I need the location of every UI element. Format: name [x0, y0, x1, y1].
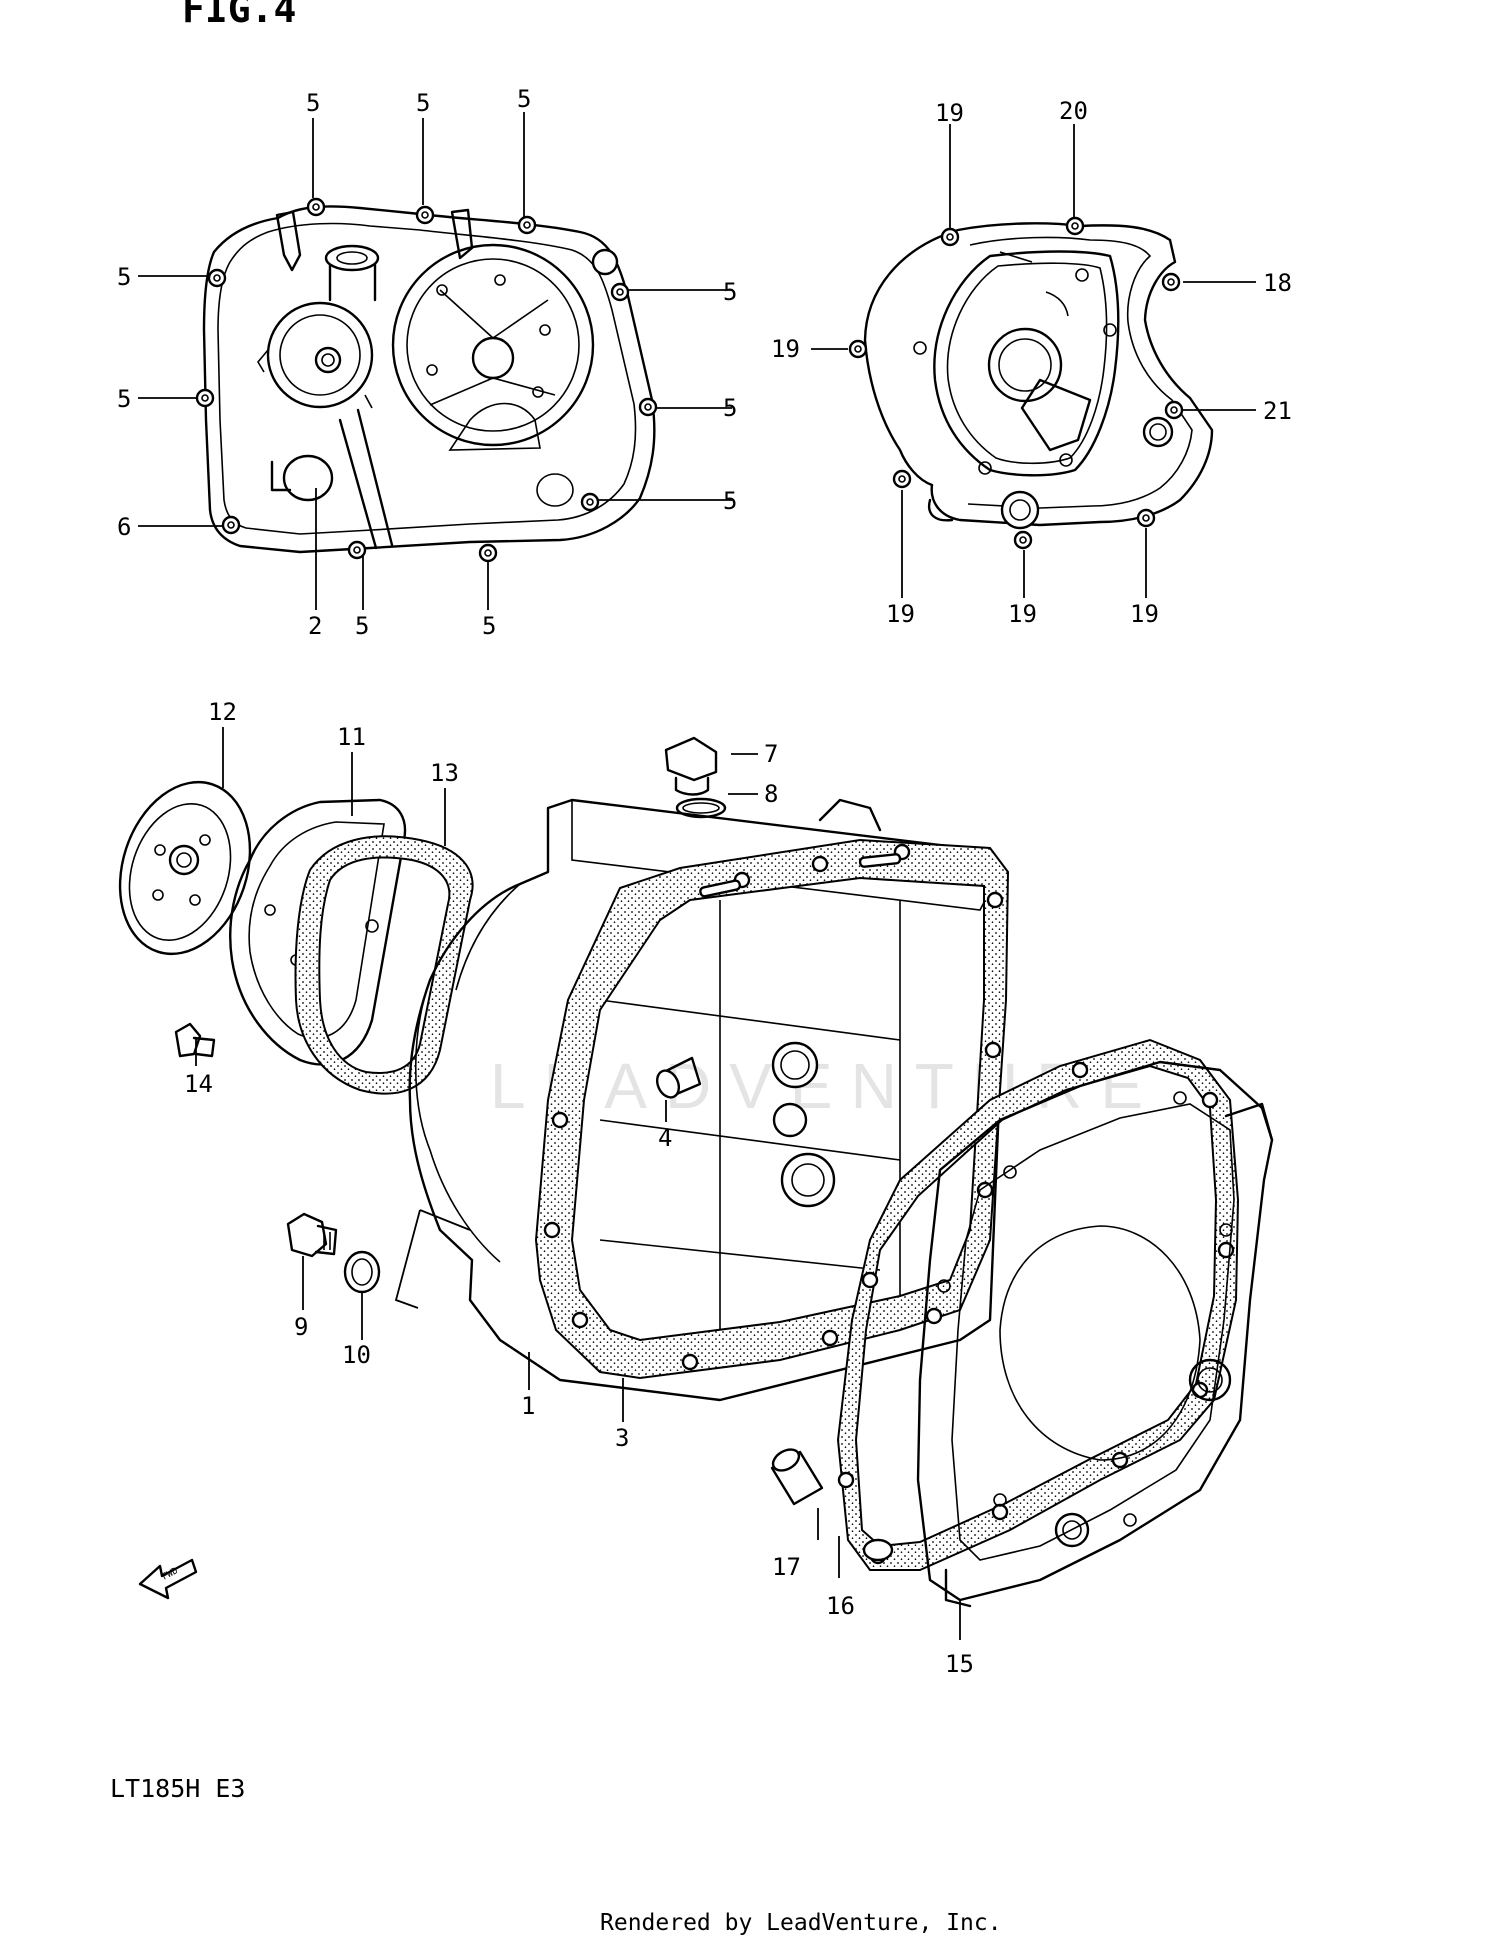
- magneto-cover: [848, 216, 1214, 550]
- callout-5: 5: [355, 612, 369, 640]
- part-10-gasket-washer: [343, 1250, 381, 1294]
- callout-8: 8: [764, 780, 778, 808]
- part-14-bolt: [174, 1022, 216, 1058]
- forward-direction-arrow: FWD: [138, 1558, 198, 1600]
- callout-13: 13: [430, 759, 459, 787]
- part-12-cover-plate: [118, 780, 252, 956]
- callout-5: 5: [482, 612, 496, 640]
- callout-5: 5: [723, 487, 737, 515]
- part-17-dowel-pin: [770, 1448, 824, 1506]
- assembly-bracket-line: [394, 1209, 471, 1309]
- callout-3: 3: [615, 1424, 629, 1452]
- figure-title: FIG.4: [182, 0, 296, 31]
- callout-19: 19: [771, 335, 800, 363]
- part-4-dowel-pin: [655, 1056, 702, 1099]
- callout-19: 19: [1008, 600, 1037, 628]
- assembly-callouts: 12 11 13 7 8 14 4 9 10 1 3 17 16 15: [184, 698, 974, 1678]
- callout-16: 16: [826, 1592, 855, 1620]
- magneto-cover-leaders: [811, 124, 1256, 598]
- callout-6: 6: [117, 513, 131, 541]
- callout-19: 19: [886, 600, 915, 628]
- magneto-cover-callouts: 19 20 18 19 21 19 19 19: [771, 97, 1292, 628]
- callout-17: 17: [772, 1553, 801, 1581]
- callout-9: 9: [294, 1313, 308, 1341]
- part-13-gasket: [294, 835, 474, 1095]
- clutch-cover-outer: [195, 197, 658, 563]
- callout-7: 7: [764, 740, 778, 768]
- model-code-label: LT185H E3: [110, 1774, 245, 1803]
- callout-5: 5: [117, 263, 131, 291]
- part-7-oil-filler-cap: [664, 736, 718, 796]
- part-3-crankcase-gasket: [534, 838, 1010, 1380]
- callout-21: 21: [1263, 397, 1292, 425]
- left-cover-leaders: [138, 112, 732, 610]
- callout-18: 18: [1263, 269, 1292, 297]
- assembly-leaders: [195, 727, 961, 1640]
- callout-2: 2: [308, 612, 322, 640]
- callout-5: 5: [117, 385, 131, 413]
- callout-12: 12: [208, 698, 237, 726]
- callout-4: 4: [658, 1124, 672, 1152]
- callout-5: 5: [723, 278, 737, 306]
- callout-14: 14: [184, 1070, 213, 1098]
- callout-20: 20: [1059, 97, 1088, 125]
- part-15-magneto-housing: [916, 1060, 1274, 1608]
- callout-15: 15: [945, 1650, 974, 1678]
- rendered-by-footer: Rendered by LeadVenture, Inc.: [600, 1910, 1002, 1936]
- callout-1: 1: [521, 1392, 535, 1420]
- part-9-drain-plug: [286, 1212, 338, 1258]
- callout-11: 11: [337, 723, 366, 751]
- callout-5: 5: [723, 394, 737, 422]
- callout-5: 5: [306, 89, 320, 117]
- callout-5: 5: [416, 89, 430, 117]
- callout-5: 5: [517, 85, 531, 113]
- callout-19: 19: [935, 99, 964, 127]
- callout-19: 19: [1130, 600, 1159, 628]
- callout-10: 10: [342, 1341, 371, 1369]
- left-cover-callouts: 5 5 5 5 5 5 5 5 5 5 6 2: [117, 85, 737, 640]
